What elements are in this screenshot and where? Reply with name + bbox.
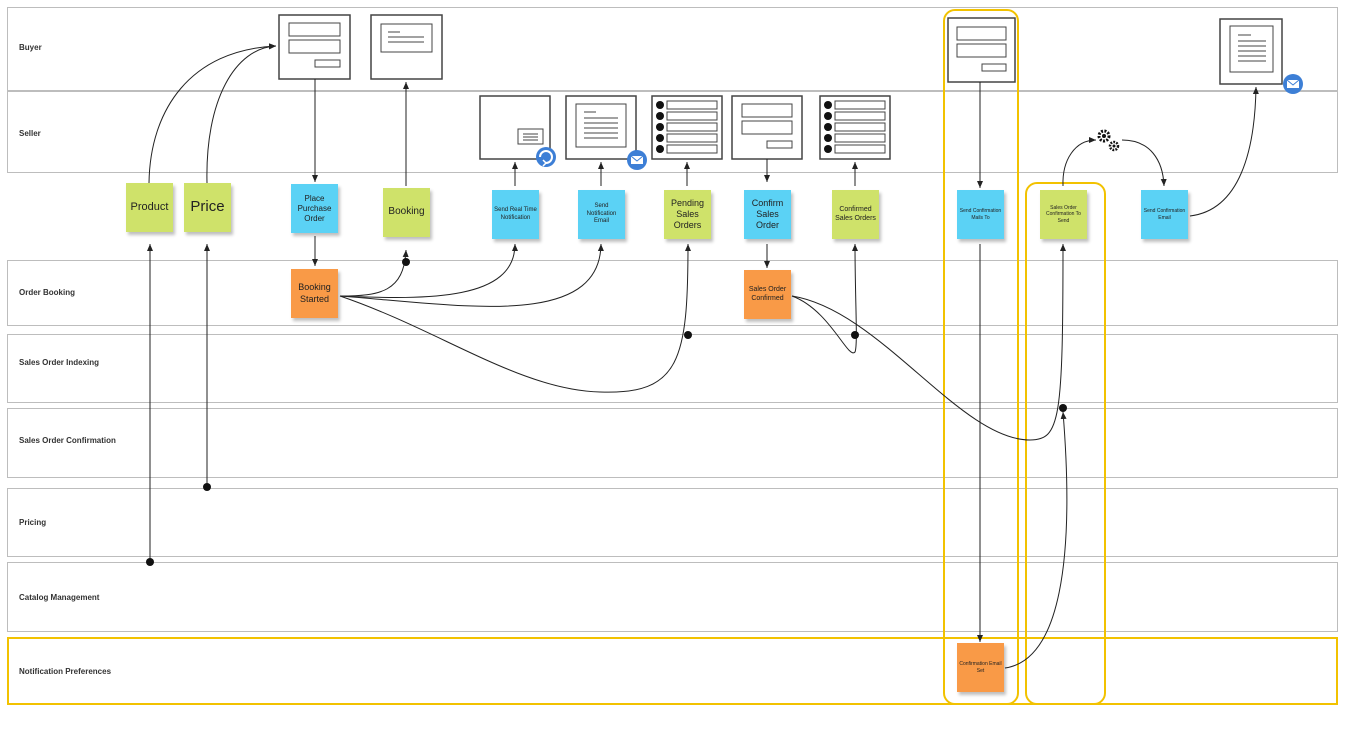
connector-booking-started-to-pending	[339, 243, 691, 393]
sticky-sales-order-confirmed[interactable]: Sales Order Confirmed	[744, 270, 791, 319]
sticky-send-confirmation-mails-to[interactable]: Send Confirmation Mails To	[957, 190, 1004, 239]
highlight-column-confirmation-to-send	[1025, 182, 1106, 705]
lane-label-catalog-management: Catalog Management	[19, 593, 100, 602]
gears-icon	[1097, 129, 1120, 152]
junction-dot	[1059, 404, 1067, 412]
lane-label-seller: Seller	[19, 129, 41, 138]
sticky-confirmation-email-set[interactable]: Confirmation Email Set	[957, 643, 1004, 692]
sticky-product[interactable]: Product	[126, 183, 173, 232]
lane-notification-preferences	[7, 637, 1338, 705]
sticky-booking[interactable]: Booking	[383, 188, 430, 237]
buyer-booking-document-screen	[370, 14, 443, 80]
seller-confirmed-list-screen	[819, 95, 891, 160]
sticky-confirm-sales-order[interactable]: Confirm Sales Order	[744, 190, 791, 239]
seller-notification-screen	[479, 95, 551, 160]
junction-dot	[684, 331, 692, 339]
highlight-column-confirmation-mails	[943, 9, 1019, 705]
connector-product-to-buyer-form	[148, 43, 277, 184]
lane-catalog-management	[7, 562, 1338, 632]
connector-booking-started-to-booking	[339, 249, 409, 297]
connector-confirmed-event-to-confirmed-list	[791, 243, 859, 354]
lane-label-sales-order-indexing: Sales Order Indexing	[19, 358, 100, 367]
lane-label-sales-order-confirmation: Sales Order Confirmation	[19, 436, 116, 445]
junction-dot	[146, 558, 154, 566]
lane-label-buyer: Buyer	[19, 43, 42, 52]
connector-email-set-to-to-send	[1004, 411, 1068, 669]
lane-buyer	[7, 7, 1338, 91]
lane-label-order-booking: Order Booking	[19, 288, 76, 297]
seller-email-screen	[565, 95, 637, 160]
lane-pricing	[7, 488, 1338, 557]
sticky-send-notification-email[interactable]: Send Notification Email	[578, 190, 625, 239]
lane-order-booking	[7, 260, 1338, 326]
seller-confirm-form-screen	[731, 95, 803, 160]
connector-gears-to-send-email	[1121, 139, 1167, 187]
mail-icon	[627, 150, 647, 170]
sticky-confirmed-sales-orders[interactable]: Confirmed Sales Orders	[832, 190, 879, 239]
sticky-send-real-time-notification[interactable]: Send Real Time Notification	[492, 190, 539, 239]
sync-icon	[536, 147, 556, 167]
lane-label-notification-preferences: Notification Preferences	[19, 667, 112, 676]
junction-dot	[203, 483, 211, 491]
junction-dot	[402, 258, 410, 266]
connector-send-email-to-buyer-screen	[1189, 86, 1259, 217]
lane-label-pricing: Pricing	[19, 518, 47, 527]
sticky-send-confirmation-email[interactable]: Send Confirmation Email	[1141, 190, 1188, 239]
connector-confirmed-event-to-to-send	[791, 243, 1066, 441]
sticky-price[interactable]: Price	[184, 183, 231, 232]
connector-booking-started-to-real-time	[339, 243, 518, 298]
buyer-order-form-screen	[278, 14, 351, 80]
mail-icon	[1283, 74, 1303, 94]
sticky-place-purchase-order[interactable]: Place Purchase Order	[291, 184, 338, 233]
seller-pending-list-screen	[651, 95, 723, 160]
lane-sales-order-confirmation	[7, 408, 1338, 478]
buyer-confirmation-email-screen	[1219, 18, 1283, 85]
buyer-confirmation-form-screen	[947, 17, 1016, 83]
junction-dot	[851, 331, 859, 339]
connector-booking-started-to-email	[339, 243, 604, 307]
sticky-booking-started[interactable]: Booking Started	[291, 269, 338, 318]
sticky-pending-sales-orders[interactable]: Pending Sales Orders	[664, 190, 711, 239]
connector-to-send-to-gears	[1062, 137, 1097, 187]
sticky-sales-order-confirmation-to-send[interactable]: Sales Order Confirmation To Send	[1040, 190, 1087, 239]
connector-price-to-buyer-form	[206, 43, 277, 184]
lane-sales-order-indexing	[7, 334, 1338, 403]
